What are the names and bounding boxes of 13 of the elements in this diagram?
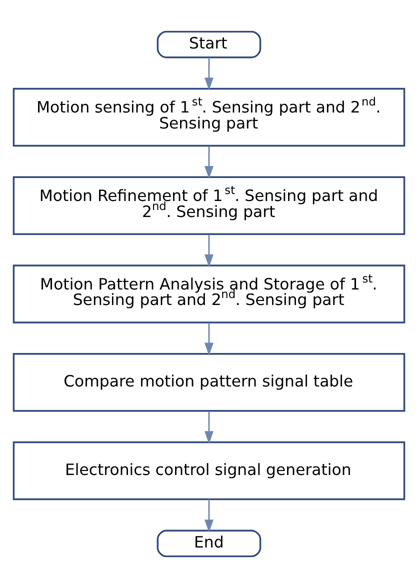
- node-box: Motion Refinement of 1$^{st}$. Sensing part and 2$^{nd}$. Sensing part: [12, 176, 406, 234]
- node-box: End: [156, 529, 262, 557]
- node-box: Motion sensing of 1$^{st}$. Sensing part and 2$^{nd}$. Sensing part: [12, 87, 406, 146]
- arrow: [204, 146, 214, 178]
- node-box: Start: [156, 30, 262, 58]
- node-box: Motion Pattern Analysis and Storage of 1$^{st}$. Sensing part and 2$^{nd}$. Sensing part: [12, 264, 406, 323]
- arrow: [204, 410, 214, 444]
- arrow: [204, 234, 214, 267]
- arrow: [204, 498, 214, 532]
- node-box: Electronics control signal generation: [12, 440, 406, 500]
- arrow: [204, 57, 214, 90]
- node-box: Compare motion pattern signal table: [12, 352, 406, 412]
- arrow: [204, 322, 214, 356]
